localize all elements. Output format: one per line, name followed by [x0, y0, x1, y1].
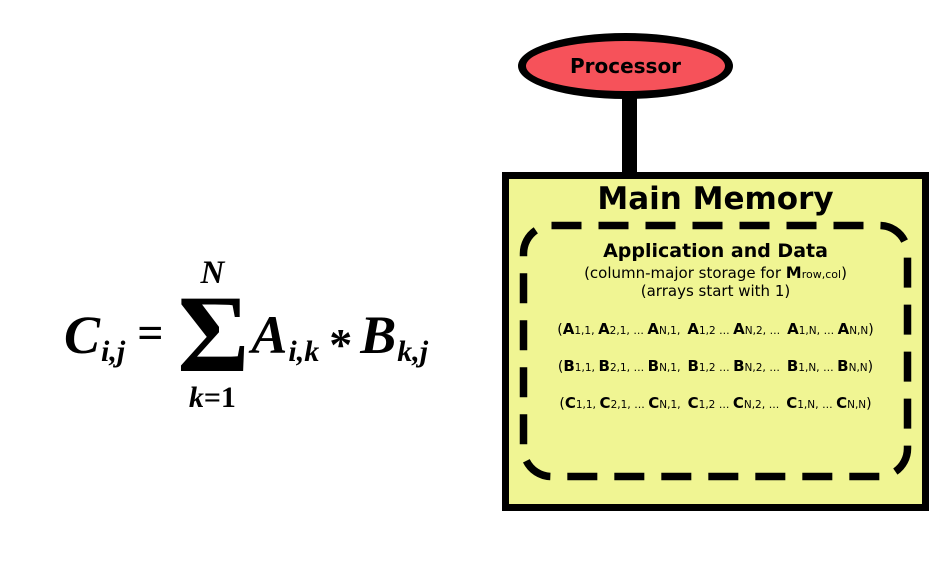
formula-lhs-variable: C: [64, 305, 101, 365]
array-row-a: (A1,1, A2,1, ... AN,1, A1,2 ... AN,2, ..…: [557, 320, 874, 339]
term-a-subscript: i,k: [288, 335, 320, 368]
main-memory-title: Main Memory: [597, 181, 834, 217]
term-b-subscript: k,j: [397, 335, 429, 368]
storage-note-suffix: ): [841, 263, 847, 282]
dashed-border: [519, 221, 912, 481]
application-data-content: Application and Data (column-major stora…: [519, 221, 912, 411]
multiply-operator: *: [329, 319, 353, 370]
processor-memory-connector: [622, 95, 637, 180]
storage-note: (column-major storage for Mrow,col): [519, 263, 912, 282]
application-data-title: Application and Data: [603, 240, 828, 263]
sigma-symbol: Σ: [177, 272, 249, 395]
storage-note-subscript: row,col: [801, 267, 842, 281]
formula-lhs-subscript: i,j: [101, 335, 126, 368]
array-row-c: (C1,1, C2,1, ... CN,1, C1,2 ... CN,2, ..…: [559, 394, 872, 413]
summation-upper-limit: N: [200, 254, 225, 291]
summation-lower-value: =1: [203, 381, 236, 415]
application-data-region: Application and Data (column-major stora…: [519, 221, 912, 481]
term-b-variable: B: [360, 305, 397, 365]
processor-label: Processor: [569, 54, 682, 78]
equals-sign: =: [137, 307, 164, 358]
array-row-b: (B1,1, B2,1, ... BN,1, B1,2 ... BN,2, ..…: [557, 357, 874, 376]
summation-lower-limit: k=1: [189, 383, 236, 413]
main-memory-box: Main Memory Application and Data (column…: [502, 172, 929, 511]
summation: N Σ k=1: [177, 254, 249, 414]
term-a-variable: A: [251, 305, 288, 365]
arrays-note: (arrays start with 1): [640, 282, 791, 301]
processor-node: Processor: [518, 33, 733, 99]
summation-index-variable: k: [188, 381, 204, 415]
storage-note-prefix: (column-major storage for: [584, 263, 786, 282]
storage-note-matrix-symbol: M: [785, 262, 802, 282]
